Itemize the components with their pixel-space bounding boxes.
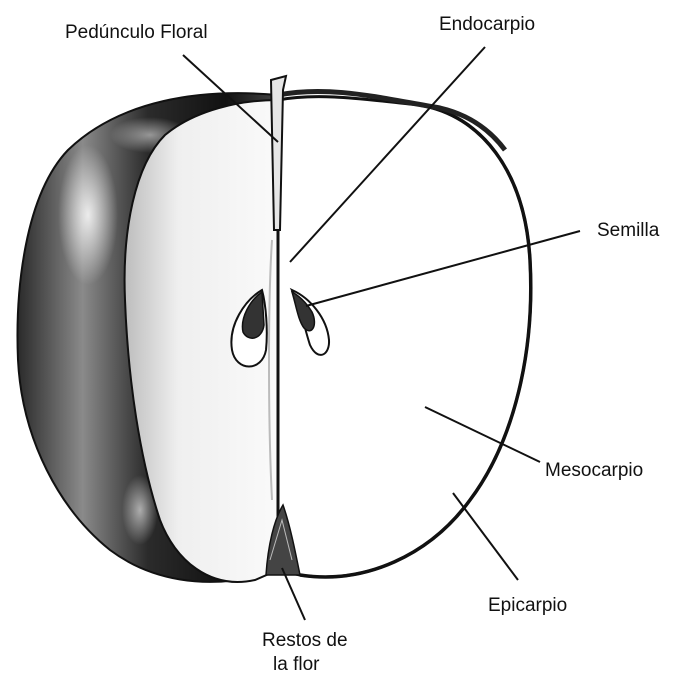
label-epicarpio: Epicarpio xyxy=(488,595,567,616)
label-pedunculo-floral: Pedúnculo Floral xyxy=(65,22,208,43)
leader-epicarpio xyxy=(453,493,518,580)
label-endocarpio: Endocarpio xyxy=(439,14,535,35)
label-semilla: Semilla xyxy=(597,220,660,241)
label-la-flor: la flor xyxy=(273,654,320,675)
label-restos-de: Restos de xyxy=(262,630,348,651)
label-mesocarpio: Mesocarpio xyxy=(545,460,643,481)
